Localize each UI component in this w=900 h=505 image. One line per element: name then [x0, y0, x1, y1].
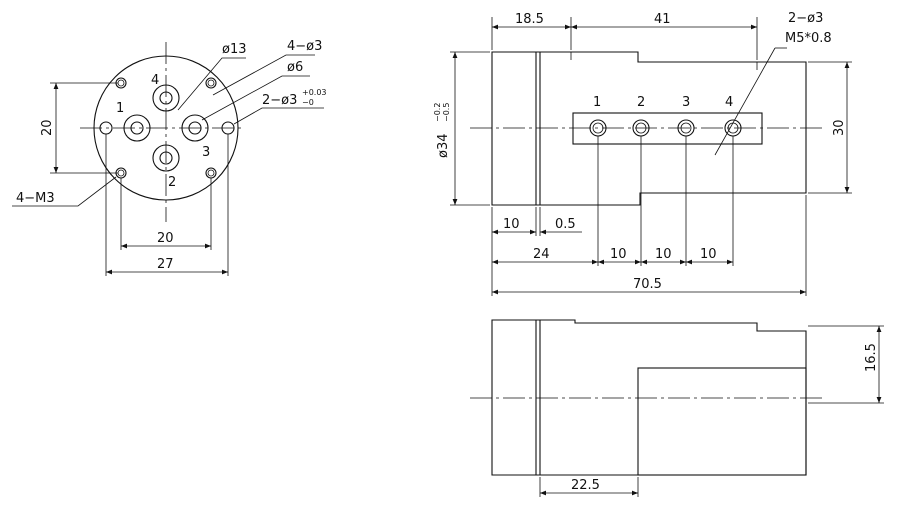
callout-side-holes: 2−ø3 — [788, 11, 823, 26]
dim-side-0-5: 0.5 — [555, 217, 576, 232]
dim-front-height: 20 — [40, 119, 55, 136]
front-view: 1 4 3 2 ø13 4−ø3 ø6 2−ø3 +0.03 −0 4−M3 2… — [12, 39, 327, 276]
dim-side-70-5: 70.5 — [633, 277, 662, 292]
front-port-number-2: 2 — [168, 175, 176, 190]
dim-side-pitch-3: 10 — [700, 247, 717, 262]
front-port-number-1: 1 — [116, 101, 124, 116]
callout-pins-tol-minus: −0 — [302, 98, 314, 107]
port-rail — [572, 112, 763, 145]
dim-bottom-16-5: 16.5 — [864, 343, 879, 372]
dim-side-diameter-tol-bottom: −0.5 — [442, 103, 451, 122]
port-3 — [181, 114, 209, 142]
side-port-number-3: 3 — [682, 95, 690, 110]
callout-side-thread: M5*0.8 — [785, 31, 832, 46]
front-body-circle — [93, 55, 239, 201]
callout-4-m3: 4−M3 — [16, 191, 55, 206]
side-port-number-1: 1 — [593, 95, 601, 110]
callout-pins-tol-plus: +0.03 — [302, 88, 327, 97]
dim-side-24: 24 — [533, 247, 550, 262]
callout-d13: ø13 — [222, 42, 247, 57]
dim-side-30: 30 — [832, 119, 847, 136]
port-4 — [152, 84, 180, 112]
front-port-number-4: 4 — [151, 73, 159, 88]
dim-front-width-inner: 20 — [157, 231, 174, 246]
port-1 — [123, 114, 151, 142]
dim-side-diameter: ø34 — [436, 134, 451, 159]
side-port-number-4: 4 — [725, 95, 733, 110]
dim-side-41: 41 — [654, 12, 671, 27]
dim-front-width-outer: 27 — [157, 257, 174, 272]
dim-side-18-5: 18.5 — [515, 12, 544, 27]
bottom-view: 16.5 22.5 — [470, 319, 884, 497]
side-view: 1 2 3 4 2−ø3 M5*0.8 18.5 41 ø34 −0.2 −0.… — [433, 11, 852, 296]
dim-bottom-22-5: 22.5 — [571, 478, 600, 493]
front-port-number-3: 3 — [202, 145, 210, 160]
bottom-slot — [637, 367, 807, 476]
dim-side-pitch-2: 10 — [655, 247, 672, 262]
port-2 — [152, 144, 180, 172]
m3-hole-tr — [205, 77, 217, 89]
side-port-number-2: 2 — [637, 95, 645, 110]
dim-side-pitch-1: 10 — [610, 247, 627, 262]
callout-pins-d3: 2−ø3 — [262, 93, 297, 108]
callout-d6: ø6 — [287, 60, 303, 75]
dim-side-diameter-tol-top: −0.2 — [433, 103, 442, 122]
dim-side-10: 10 — [503, 217, 520, 232]
m3-hole-br — [205, 167, 217, 179]
callout-4-d3: 4−ø3 — [287, 39, 322, 54]
